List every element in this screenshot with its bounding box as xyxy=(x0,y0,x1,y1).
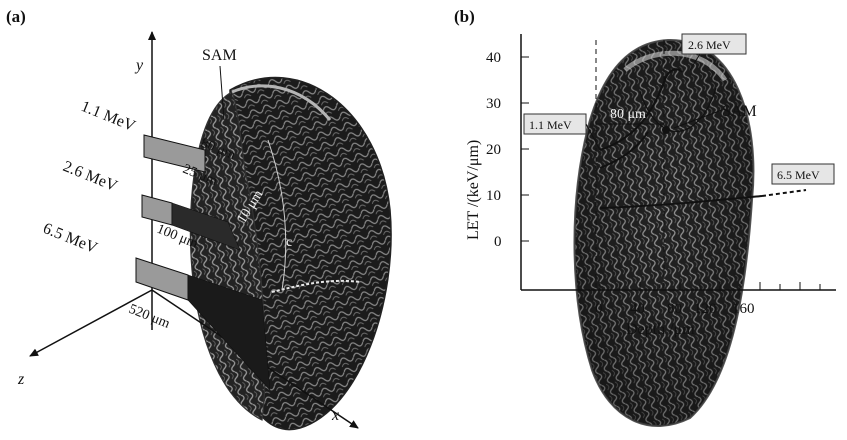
energy-label-2: 2.6 MeV xyxy=(61,158,121,195)
energy-box-6-5MeV: 6.5 MeV xyxy=(772,164,834,184)
depth-tick-80: 80 xyxy=(667,301,682,317)
depth-tick-0: 0 xyxy=(595,301,603,317)
sam-label-b: SAM xyxy=(722,103,757,120)
energy-box-1-1MeV-text: 1.1 MeV xyxy=(529,118,572,132)
x-axis-label: x xyxy=(331,407,339,424)
let-tick-30: 30 xyxy=(486,96,501,112)
depth-tick-120: 120 xyxy=(694,301,717,317)
panel-a: (a) y z x SAM 1.1 MeV xyxy=(6,7,391,430)
depth-tick-40: 40 xyxy=(630,301,645,317)
let-tick-0: 0 xyxy=(494,234,502,250)
y-axis-label: y xyxy=(134,57,144,74)
let-tick-10: 10 xyxy=(486,188,501,204)
let-ticks: 40 30 20 10 0 xyxy=(486,50,529,250)
let-axis-title: LET /(keV/μm) xyxy=(465,140,482,240)
sam-point xyxy=(662,126,670,134)
dimension-520um: 520 μm xyxy=(127,302,172,332)
let-curve-6-5MeV-tail xyxy=(762,190,806,196)
energy-label-3: 6.5 MeV xyxy=(41,220,101,257)
panel-a-label: (a) xyxy=(6,7,26,26)
z-axis-label: z xyxy=(17,371,25,388)
depth-axis-title: Depth /μm xyxy=(626,321,695,338)
let-tick-40: 40 xyxy=(486,50,501,66)
sam-label-a: SAM xyxy=(202,47,237,64)
energy-label-1: 1.1 MeV xyxy=(79,98,139,135)
region-label-c: c xyxy=(286,235,292,250)
energy-box-6-5MeV-text: 6.5 MeV xyxy=(777,168,820,182)
depth-tick-160: 160 xyxy=(732,301,755,317)
energy-box-2-6MeV-text: 2.6 MeV xyxy=(688,38,731,52)
dimension-80um-b: 80 μm xyxy=(610,107,646,122)
panel-b: (b) 40 30 20 10 0 xyxy=(454,7,836,426)
panel-b-label: (b) xyxy=(454,7,475,26)
z-axis-line xyxy=(30,290,152,356)
let-tick-20: 20 xyxy=(486,142,501,158)
seed-3d-image xyxy=(190,77,391,429)
